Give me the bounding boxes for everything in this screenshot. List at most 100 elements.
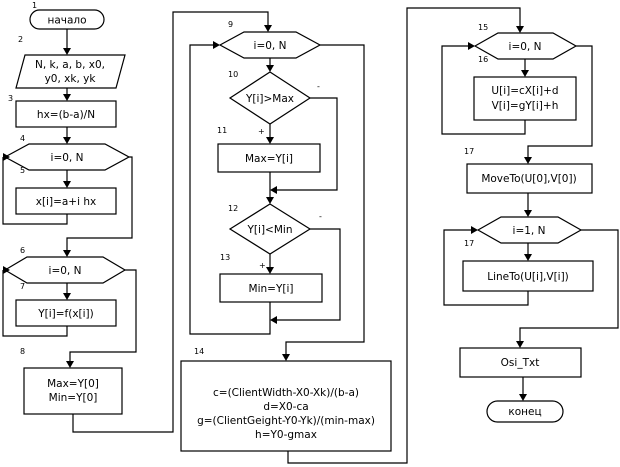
edge-x-return-loop4	[2, 157, 68, 225]
block-number: 14	[194, 347, 204, 356]
uv-label-line1: U[i]=cX[i]+d	[491, 85, 558, 97]
process-hx	[15, 100, 117, 128]
edge-init-to-col2	[72, 11, 269, 433]
block-number: 4	[20, 134, 25, 143]
cond12-label: Y[i]<Min	[247, 224, 293, 236]
arrowhead	[516, 341, 524, 348]
edge-lineto-return-loop	[443, 229, 529, 306]
block-number: 16	[478, 55, 488, 64]
block-number: 1	[32, 1, 37, 10]
edge-uv-return-loop15	[441, 45, 526, 135]
block-number: 3	[8, 94, 13, 103]
process-min-assign	[219, 273, 323, 303]
arrowhead	[468, 42, 475, 50]
arrowhead	[63, 250, 71, 257]
block-number: 11	[217, 126, 227, 135]
calc-label-line3: g=(ClientGeight-Y0-Yk)/(min-max)	[197, 415, 375, 427]
process-x-i	[15, 187, 117, 215]
arrowhead	[63, 293, 71, 300]
block-number: 13	[220, 253, 230, 262]
edge-loop9-exit	[285, 44, 365, 354]
init-label-line2: Min=Y[0]	[49, 392, 98, 404]
end-label: конец	[508, 406, 541, 418]
arrowhead	[3, 266, 10, 274]
process-u-v	[473, 76, 577, 121]
edge-y-return-loop6	[2, 270, 68, 337]
edge-cond12-no	[277, 228, 341, 321]
x-label: x[i]=a+i hx	[36, 196, 96, 208]
block-number: 7	[20, 282, 25, 291]
arrowhead	[266, 137, 274, 144]
process-max-min-init	[23, 367, 123, 415]
block-number: 9	[228, 20, 233, 29]
process-lineto	[462, 260, 594, 292]
calc-label-line4: h=Y0-gmax	[255, 429, 317, 441]
branch-label: +	[258, 127, 265, 136]
arrowhead	[521, 70, 529, 77]
edge-cond10-no	[277, 97, 338, 191]
edge-calc-to-col3	[287, 7, 521, 464]
block-number: 8	[20, 347, 25, 356]
init-label-line1: Max=Y[0]	[47, 378, 99, 390]
arrowhead	[266, 197, 274, 204]
loop4-label: i=0, N	[51, 152, 84, 164]
branch-label: -	[317, 82, 320, 91]
block-number: 15	[478, 23, 488, 32]
hx-label: hx=(b-a)/N	[37, 109, 95, 121]
process-max-assign	[217, 143, 321, 173]
loop-lineto-label: i=1, N	[513, 225, 546, 237]
process-scale-calc	[180, 360, 392, 452]
process-osi-txt	[459, 347, 582, 378]
branch-label: +	[259, 261, 266, 270]
block-number: 10	[228, 70, 238, 79]
loop15-label: i=0, N	[509, 41, 542, 53]
arrowhead	[282, 354, 290, 361]
arrowhead	[63, 137, 71, 144]
input-label-line2: y0, xk, yk	[45, 73, 97, 85]
arrowhead	[63, 48, 71, 55]
start-label: начало	[47, 15, 86, 27]
end-terminator	[486, 400, 564, 423]
block-number: 17	[464, 239, 474, 248]
arrowhead	[264, 25, 272, 32]
arrowhead	[66, 361, 74, 368]
y-label: Y[i]=f(x[i])	[37, 308, 94, 320]
block-number: 2	[18, 35, 23, 44]
block-number: 5	[20, 166, 25, 175]
edge-loop4-exit	[66, 156, 133, 250]
branch-label: -	[319, 212, 322, 221]
loop6-label: i=0, N	[49, 265, 82, 277]
arrowhead	[63, 94, 71, 101]
loop9-label: i=0, N	[254, 40, 287, 52]
osi-txt-label: Osi_Txt	[501, 357, 540, 369]
moveto-label: MoveTo(U[0],V[0])	[481, 173, 576, 185]
block-number: 17	[464, 147, 474, 156]
block-number: 6	[20, 246, 25, 255]
arrowhead	[266, 65, 274, 72]
process-y-i	[15, 299, 117, 327]
input-parallelogram	[15, 54, 126, 89]
edge-loop15-exit	[527, 45, 593, 157]
arrowhead	[266, 267, 274, 274]
calc-label-line1: c=(ClientWidth-X0-Xk)/(b-a)	[213, 387, 359, 399]
arrowhead	[471, 226, 478, 234]
calc-label-line2: d=X0-ca	[263, 401, 308, 413]
edge-loop-exit	[519, 229, 619, 341]
cond10-label: Y[i]>Max	[245, 93, 294, 105]
arrowhead	[270, 186, 277, 194]
uv-label-line2: V[i]=gY[i]+h	[492, 100, 559, 112]
min-assign-label: Min=Y[i]	[249, 283, 294, 295]
arrowhead	[524, 210, 532, 217]
edge-loop6-exit	[69, 269, 137, 361]
arrowhead	[524, 254, 532, 261]
arrowhead	[270, 316, 277, 324]
block-number: 12	[228, 204, 238, 213]
max-assign-label: Max=Y[i]	[245, 153, 293, 165]
input-label-line1: N, k, a, b, x0,	[35, 59, 105, 71]
arrowhead	[213, 41, 220, 49]
arrowhead	[63, 181, 71, 188]
arrowhead	[516, 26, 524, 33]
arrowhead	[519, 394, 527, 401]
process-moveto	[466, 163, 593, 194]
